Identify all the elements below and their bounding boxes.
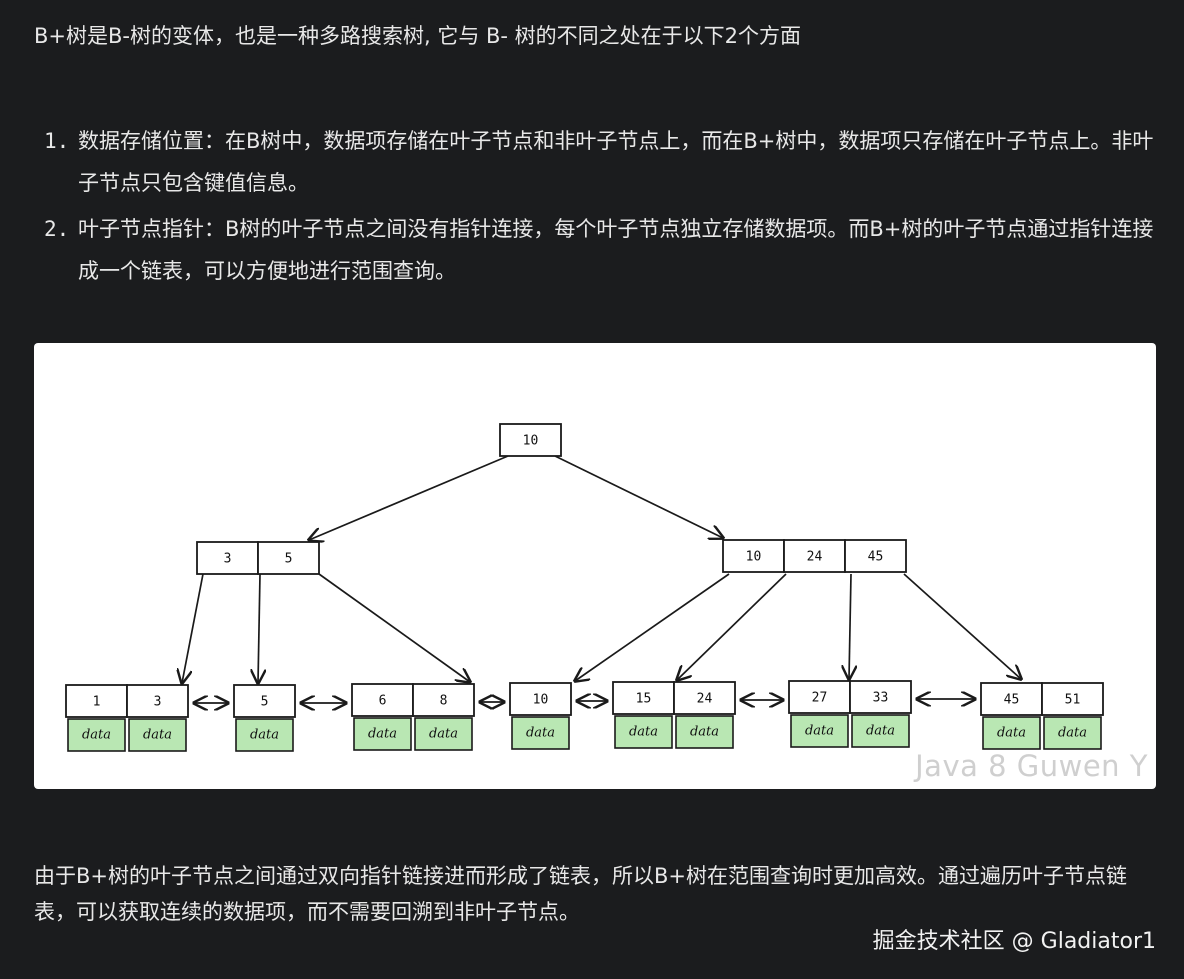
key-label: 24 [807, 550, 823, 565]
data-label: data [526, 726, 555, 741]
data-label: data [690, 725, 719, 740]
leaf-node: 15 data 24 data [612, 681, 736, 749]
key-label: 5 [261, 695, 269, 710]
pointer-arrow [849, 573, 851, 679]
list-text: 数据存储位置：在B树中，数据项存储在叶子节点和非叶子节点上，而在B+树中，数据项… [78, 129, 1154, 195]
outro-paragraph: 由于B+树的叶子节点之间通过双向指针链接进而形成了链表，所以B+树在范围查询时更… [34, 864, 1128, 924]
pointer-arrow [677, 573, 787, 680]
key-cell: 15 [612, 681, 675, 715]
key-cell: 24 [783, 539, 846, 573]
key-label: 10 [523, 434, 539, 449]
key-label: 8 [440, 694, 448, 709]
key-label: 10 [746, 550, 762, 565]
leaf-node: 10 data [509, 682, 572, 750]
leaf-node: 5 data [233, 684, 296, 752]
pointer-arrow [318, 573, 470, 682]
key-label: 5 [285, 552, 293, 567]
leaf-node: 6 data 8 data [351, 683, 475, 751]
key-cell: 5 [233, 684, 296, 718]
key-cell: 33 [849, 680, 912, 714]
data-label: data [805, 724, 834, 739]
key-label: 51 [1065, 693, 1081, 708]
data-cell: data [128, 718, 187, 752]
key-label: 27 [812, 691, 828, 706]
internal-node: 10 24 45 [722, 539, 907, 573]
key-cell: 45 [980, 682, 1043, 716]
data-label: data [429, 727, 458, 742]
key-cell: 45 [844, 539, 907, 573]
data-cell: data [675, 715, 734, 749]
key-cell: 27 [788, 680, 851, 714]
root-node: 10 [499, 423, 562, 457]
key-cell: 10 [722, 539, 785, 573]
leaf-node: 27 data 33 data [788, 680, 912, 748]
data-cell: data [353, 717, 412, 751]
key-label: 45 [1004, 693, 1020, 708]
key-cell: 1 [65, 684, 128, 718]
data-label: data [629, 725, 658, 740]
key-cell: 3 [196, 541, 259, 575]
list-item: 1. 数据存储位置：在B树中，数据项存储在叶子节点和非叶子节点上，而在B+树中，… [44, 120, 1156, 204]
data-cell: data [851, 714, 910, 748]
data-cell: data [982, 716, 1041, 750]
figure-watermark: Java 8 Guwen Y [915, 749, 1148, 783]
key-cell: 3 [126, 684, 189, 718]
data-cell: data [414, 717, 473, 751]
key-cell: 24 [673, 681, 736, 715]
data-label: data [866, 724, 895, 739]
pointer-arrow [903, 573, 1021, 679]
data-cell: data [511, 716, 570, 750]
key-cell: 6 [351, 683, 414, 717]
data-cell: data [1043, 716, 1102, 750]
key-label: 24 [697, 692, 713, 707]
data-cell: data [67, 718, 126, 752]
list-number: 2. [44, 217, 70, 241]
data-label: data [250, 728, 279, 743]
leaf-node: 45 data 51 data [980, 682, 1104, 750]
key-label: 33 [873, 691, 889, 706]
pointer-arrow [182, 573, 204, 683]
data-label: data [368, 727, 397, 742]
key-label: 15 [636, 692, 652, 707]
data-cell: data [614, 715, 673, 749]
key-label: 1 [93, 695, 101, 710]
data-label: data [997, 726, 1026, 741]
data-label: data [82, 728, 111, 743]
key-cell: 10 [509, 682, 572, 716]
data-cell: data [235, 718, 294, 752]
key-cell: 5 [257, 541, 320, 575]
difference-list: 1. 数据存储位置：在B树中，数据项存储在叶子节点和非叶子节点上，而在B+树中，… [44, 120, 1156, 296]
key-label: 45 [868, 550, 884, 565]
pointer-arrow [575, 573, 730, 681]
key-cell: 10 [499, 423, 562, 457]
data-cell: data [790, 714, 849, 748]
footer-watermark: 掘金技术社区 @ Gladiator1 [872, 929, 1156, 954]
key-label: 6 [379, 694, 387, 709]
key-label: 3 [154, 695, 162, 710]
data-label: data [1058, 726, 1087, 741]
data-label: data [143, 728, 172, 743]
key-label: 3 [224, 552, 232, 567]
list-item: 2. 叶子节点指针：B树的叶子节点之间没有指针连接，每个叶子节点独立存储数据项。… [44, 208, 1156, 292]
pointer-arrow [554, 455, 723, 538]
list-text: 叶子节点指针：B树的叶子节点之间没有指针连接，每个叶子节点独立存储数据项。而B+… [78, 217, 1154, 283]
pointer-arrow [309, 455, 509, 540]
intro-paragraph: B+树是B-树的变体，也是一种多路搜索树, 它与 B- 树的不同之处在于以下2个… [34, 24, 802, 48]
key-cell: 51 [1041, 682, 1104, 716]
key-label: 10 [533, 693, 549, 708]
leaf-node: 1 data 3 data [65, 684, 189, 752]
list-number: 1. [44, 129, 70, 153]
key-cell: 8 [412, 683, 475, 717]
pointer-arrow [258, 573, 260, 683]
